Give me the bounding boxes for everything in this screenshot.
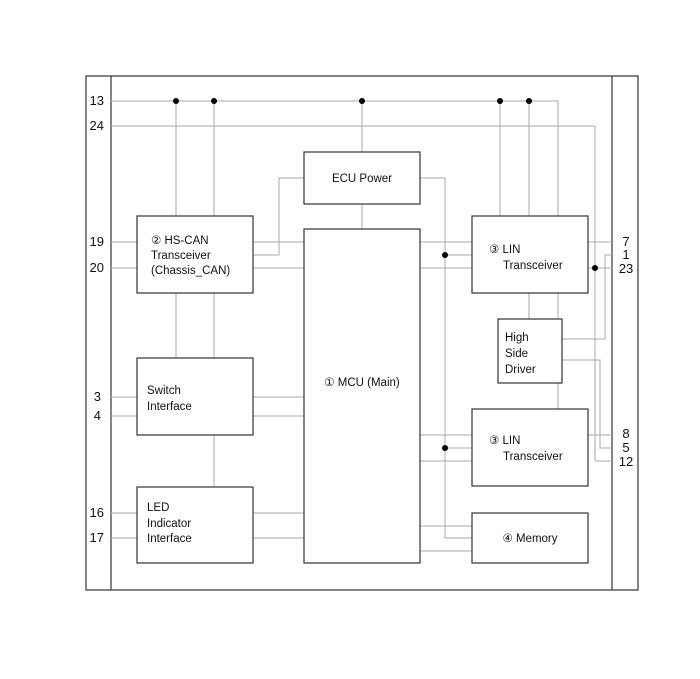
pin-8: 8 xyxy=(622,426,629,441)
lin2-label-line2: Transceiver xyxy=(503,451,563,463)
wires xyxy=(111,100,612,552)
pin-19: 19 xyxy=(90,234,104,249)
ecu-power-block: ECU Power xyxy=(303,151,421,205)
lin1-label-line1: ③ LIN xyxy=(489,244,520,256)
led-label-line3: Interface xyxy=(147,533,192,545)
pin-1: 1 xyxy=(622,247,629,262)
pin-12: 12 xyxy=(619,454,633,469)
pin-24: 24 xyxy=(90,118,104,133)
hs-can-label-line2: Transceiver xyxy=(151,250,211,262)
lin1-label-line2: Transceiver xyxy=(503,260,563,272)
switch-label-line2: Interface xyxy=(147,401,192,413)
pin-23: 23 xyxy=(619,261,633,276)
outer-frame xyxy=(85,75,639,591)
right-pin-labels: 7 1 23 8 5 12 xyxy=(619,234,633,469)
pin-5: 5 xyxy=(622,440,629,455)
high-side-label-line1: High xyxy=(505,332,529,344)
led-label-line1: LED xyxy=(147,502,169,514)
high-side-label-line2: Side xyxy=(505,348,528,360)
pin-16: 16 xyxy=(90,505,104,520)
hs-can-label-line1: ② HS-CAN xyxy=(151,235,209,247)
mcu-label: ① MCU (Main) xyxy=(324,377,400,389)
ecu-power-label: ECU Power xyxy=(332,173,392,185)
pin-7: 7 xyxy=(622,234,629,249)
pin-3: 3 xyxy=(94,389,101,404)
lin-transceiver-2-block: ③ LIN Transceiver xyxy=(471,408,589,487)
led-label-line2: Indicator xyxy=(147,518,191,530)
pin-17: 17 xyxy=(90,530,104,545)
led-indicator-interface-block: LED Indicator Interface xyxy=(136,486,254,564)
junction-dots xyxy=(173,98,598,451)
pin-4: 4 xyxy=(94,408,101,423)
hs-can-label-line3: (Chassis_CAN) xyxy=(151,265,230,277)
memory-label: ④ Memory xyxy=(502,533,557,545)
hs-can-transceiver-block: ② HS-CAN Transceiver (Chassis_CAN) xyxy=(136,215,254,294)
switch-label-line1: Switch xyxy=(147,385,181,397)
pin-20: 20 xyxy=(90,260,104,275)
lin2-label-line1: ③ LIN xyxy=(489,435,520,447)
lin-transceiver-1-block: ③ LIN Transceiver xyxy=(471,215,589,294)
left-pin-labels: 13 24 19 20 3 4 16 17 xyxy=(90,93,104,545)
switch-interface-block: Switch Interface xyxy=(136,357,254,436)
high-side-driver-block: High Side Driver xyxy=(497,318,563,384)
memory-block: ④ Memory xyxy=(471,512,589,564)
high-side-label-line3: Driver xyxy=(505,364,536,376)
pin-13: 13 xyxy=(90,93,104,108)
mcu-main-block: ① MCU (Main) xyxy=(303,228,421,564)
